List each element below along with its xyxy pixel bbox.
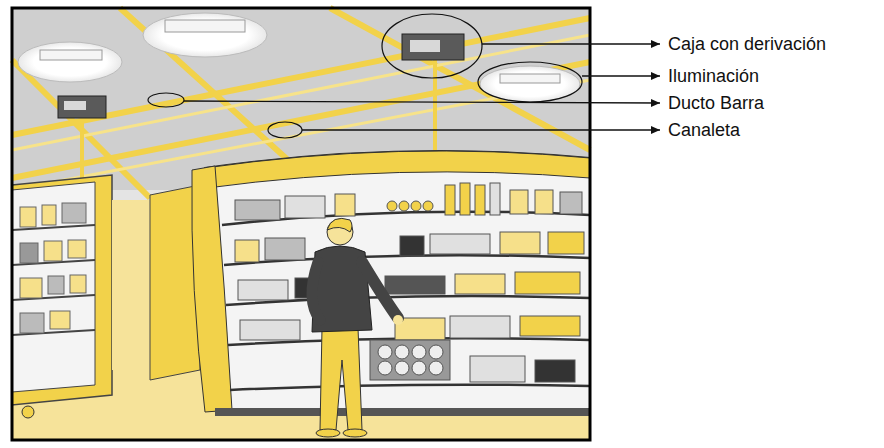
shopper xyxy=(312,218,403,437)
callout-label: Ducto Barra xyxy=(668,92,764,114)
ceiling-beams xyxy=(12,8,590,198)
frame-border xyxy=(12,8,590,440)
callout-label: Iluminación xyxy=(668,65,759,87)
callout-circles xyxy=(148,14,582,138)
callout-label: Caja con derivación xyxy=(668,33,826,55)
cart-wheel xyxy=(22,406,34,418)
ceiling-rails xyxy=(12,35,590,190)
frame-bg xyxy=(12,8,590,440)
leader-arrows xyxy=(184,44,660,130)
callout-label: Canaleta xyxy=(668,119,740,141)
ceiling xyxy=(12,8,590,198)
main-shelf xyxy=(192,151,590,416)
ceiling-lights xyxy=(18,13,580,102)
left-shelf xyxy=(12,175,200,405)
